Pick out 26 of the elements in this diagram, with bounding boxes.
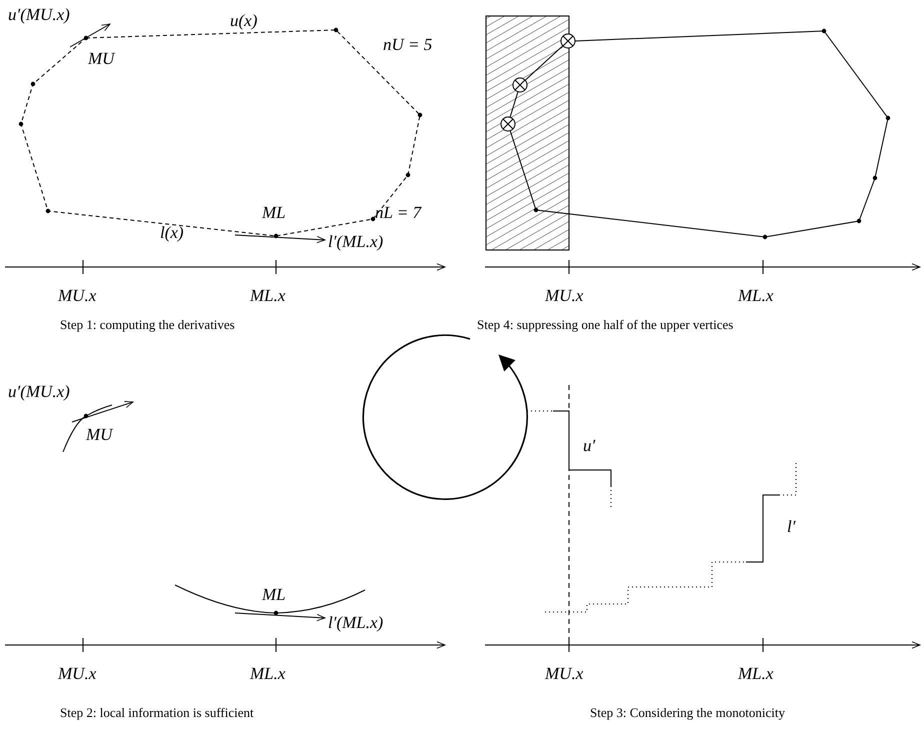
tick-label: MU.x (58, 287, 96, 304)
math-label: ML (262, 204, 286, 221)
tick-label: MU.x (545, 665, 584, 682)
caption-text: Step 1: computing the derivatives (60, 318, 235, 331)
math-label: ML (262, 586, 286, 603)
math-label: nU = 5 (383, 36, 432, 53)
tick-label: ML.x (738, 665, 774, 682)
caption-text: Step 2: local information is sufficient (60, 706, 254, 719)
math-label: u(x) (230, 12, 258, 29)
math-label: l′(ML.x) (328, 614, 384, 631)
math-label: l(x) (160, 224, 184, 241)
tick-label: ML.x (250, 665, 286, 682)
math-label: u′(MU.x) (8, 6, 70, 23)
tick-label: ML.x (738, 287, 774, 304)
math-label: nL = 7 (375, 204, 422, 221)
math-label: l′ (787, 518, 796, 535)
tick-label: MU.x (545, 287, 584, 304)
math-label: MU (88, 50, 114, 67)
tick-label: ML.x (250, 287, 286, 304)
math-label: u′ (583, 437, 596, 454)
math-label: MU (86, 426, 112, 443)
caption-text: Step 4: suppressing one half of the upper vertices (477, 318, 734, 331)
math-label: u′(MU.x) (8, 383, 70, 400)
tick-label: MU.x (58, 665, 96, 682)
caption-text: Step 3: Considering the monotonicity (590, 706, 785, 719)
math-label: l′(ML.x) (328, 233, 384, 250)
